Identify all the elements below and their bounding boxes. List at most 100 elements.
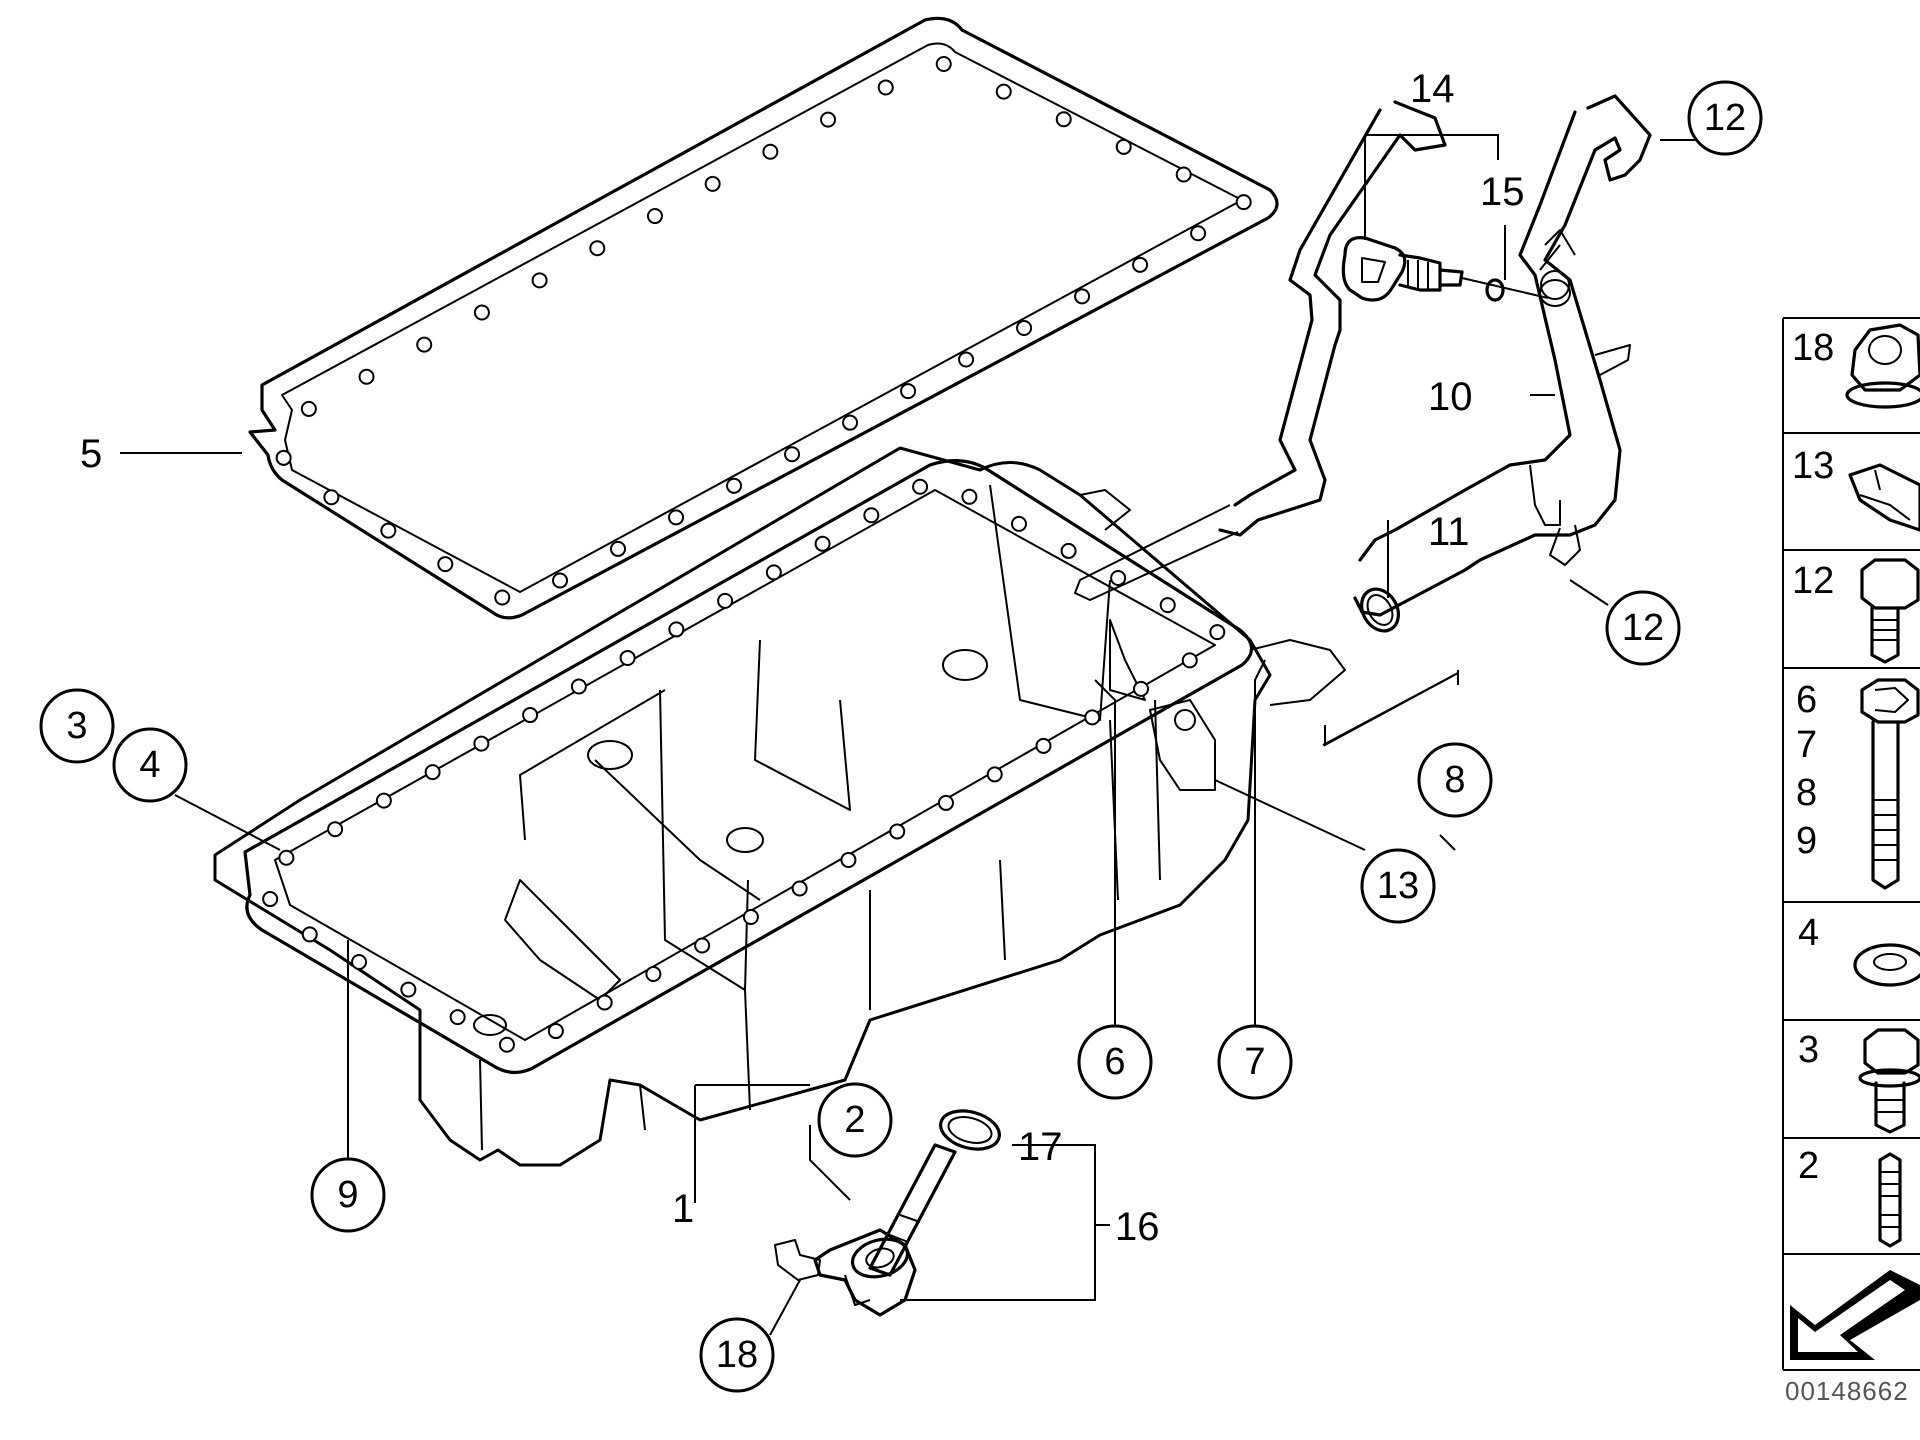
bolt-hole: [726, 477, 743, 494]
callout-7-circle: [1217, 1024, 1293, 1100]
sidebar-label-3: 3: [1798, 1029, 1819, 1071]
bolt-hole: [449, 1009, 466, 1026]
bolt-hole: [1181, 652, 1198, 669]
bolt-hole: [937, 794, 954, 811]
bolt-hole: [961, 488, 978, 505]
oil-pan: [213, 446, 1346, 1167]
stud-icon: [1878, 1152, 1902, 1248]
bolt-hole: [986, 766, 1003, 783]
bolt-hole: [327, 821, 344, 838]
bolt-hole: [646, 208, 663, 225]
callout-2: 2: [844, 1099, 865, 1141]
bolt-hole: [596, 994, 613, 1011]
bolt-hole: [358, 368, 375, 385]
parts-sidebar: 18 13 12 6 7 8 9 4 3 2: [1782, 317, 1920, 1406]
bolt-hole: [262, 891, 279, 908]
callout-12b-circle: [1605, 590, 1681, 666]
bolt-hole: [742, 908, 759, 925]
leader-lines: [120, 134, 1695, 1336]
sidebar-label-12: 12: [1792, 560, 1834, 602]
bolt-hole: [1115, 138, 1132, 155]
flange-nut-icon: [1845, 323, 1920, 409]
bolt-hole: [1159, 597, 1176, 614]
callout-4-circle: [112, 727, 188, 803]
tube-top: [1353, 94, 1652, 617]
bolt-hole: [494, 589, 511, 606]
sidebar-label-7: 7: [1796, 724, 1817, 766]
sidebar-label-18: 18: [1792, 327, 1834, 369]
bolt-hole: [958, 351, 975, 368]
sidebar-label-9: 9: [1796, 820, 1817, 862]
flange-bolt-icon: [1858, 1028, 1920, 1134]
bolt-hole: [1209, 624, 1226, 641]
bolt-hole: [1074, 288, 1091, 305]
bolt-hole: [424, 764, 441, 781]
seal-ring-11: [1360, 587, 1400, 633]
bolt-hole: [473, 735, 490, 752]
callout-11: 11: [1428, 510, 1470, 554]
bolt-hole: [900, 383, 917, 400]
callout-17: 17: [1018, 1125, 1063, 1169]
bolt-hole: [935, 56, 952, 73]
bolt-hole: [437, 556, 454, 573]
bolt-hole: [610, 540, 627, 557]
bolt-hole: [1055, 111, 1072, 128]
callout-18-circle: [699, 1317, 775, 1393]
callouts: 5 1 17 16 11 10 14 15 3 4 9 2 18 6 7 8 1…: [39, 67, 1763, 1393]
bolt-hole: [1110, 570, 1127, 587]
callout-12a: 12: [1704, 97, 1746, 139]
sidebar-label-2: 2: [1798, 1145, 1819, 1187]
bolt-hole: [498, 1036, 515, 1053]
bolt-hole: [995, 83, 1012, 100]
bolt-hole: [863, 507, 880, 524]
callout-14: 14: [1410, 67, 1455, 111]
bolt-hole: [531, 272, 548, 289]
bolt-hole: [278, 849, 295, 866]
bolt-hole: [552, 572, 569, 589]
callout-4: 4: [139, 744, 160, 786]
callout-9: 9: [337, 1174, 358, 1216]
callout-2-circle: [817, 1082, 893, 1158]
bolt-hole: [717, 592, 734, 609]
callout-6-circle: [1077, 1024, 1153, 1100]
bolt-hole: [877, 79, 894, 96]
bolt-hole: [619, 649, 636, 666]
bolt-hole: [1132, 256, 1149, 273]
bolt-hole: [1133, 680, 1150, 697]
sidebar-label-6: 6: [1796, 679, 1817, 721]
bolt-hole: [820, 111, 837, 128]
callout-3: 3: [66, 705, 87, 747]
sidebar-label-8: 8: [1796, 772, 1817, 814]
bolt-hole: [668, 621, 685, 638]
washer-icon: [1853, 943, 1920, 987]
callout-16: 16: [1115, 1205, 1160, 1249]
bolt-hole: [1035, 737, 1052, 754]
callout-10: 10: [1428, 375, 1473, 419]
bolt-hole: [589, 240, 606, 257]
bolt-hole: [842, 414, 859, 431]
bolt-hole: [300, 400, 317, 417]
clip-nut-icon: [1848, 463, 1920, 532]
oil-pan-gasket: [248, 16, 1279, 620]
callout-6: 6: [1104, 1041, 1125, 1083]
callout-3-circle: [39, 688, 115, 764]
bolt-hole: [762, 143, 779, 160]
bolt-hole: [1010, 515, 1027, 532]
bolt-hole: [547, 1023, 564, 1040]
callout-9-circle: [310, 1157, 386, 1233]
callout-12b: 12: [1622, 607, 1664, 649]
bolt-hole: [400, 981, 417, 998]
callout-12a-circle: [1687, 80, 1763, 156]
callout-5: 5: [80, 432, 102, 476]
bolt-hole: [1084, 709, 1101, 726]
bolt-hole: [380, 522, 397, 539]
bolt-hole: [889, 823, 906, 840]
bolt-hole: [668, 509, 685, 526]
callout-13-circle: [1360, 848, 1436, 924]
bolt-hole: [351, 953, 368, 970]
hex-bolt-icon: [1860, 558, 1920, 664]
bolt-hole: [704, 175, 721, 192]
bolt-hole: [570, 678, 587, 695]
sidebar-label-4: 4: [1798, 912, 1819, 954]
bolt-hole: [301, 926, 318, 943]
